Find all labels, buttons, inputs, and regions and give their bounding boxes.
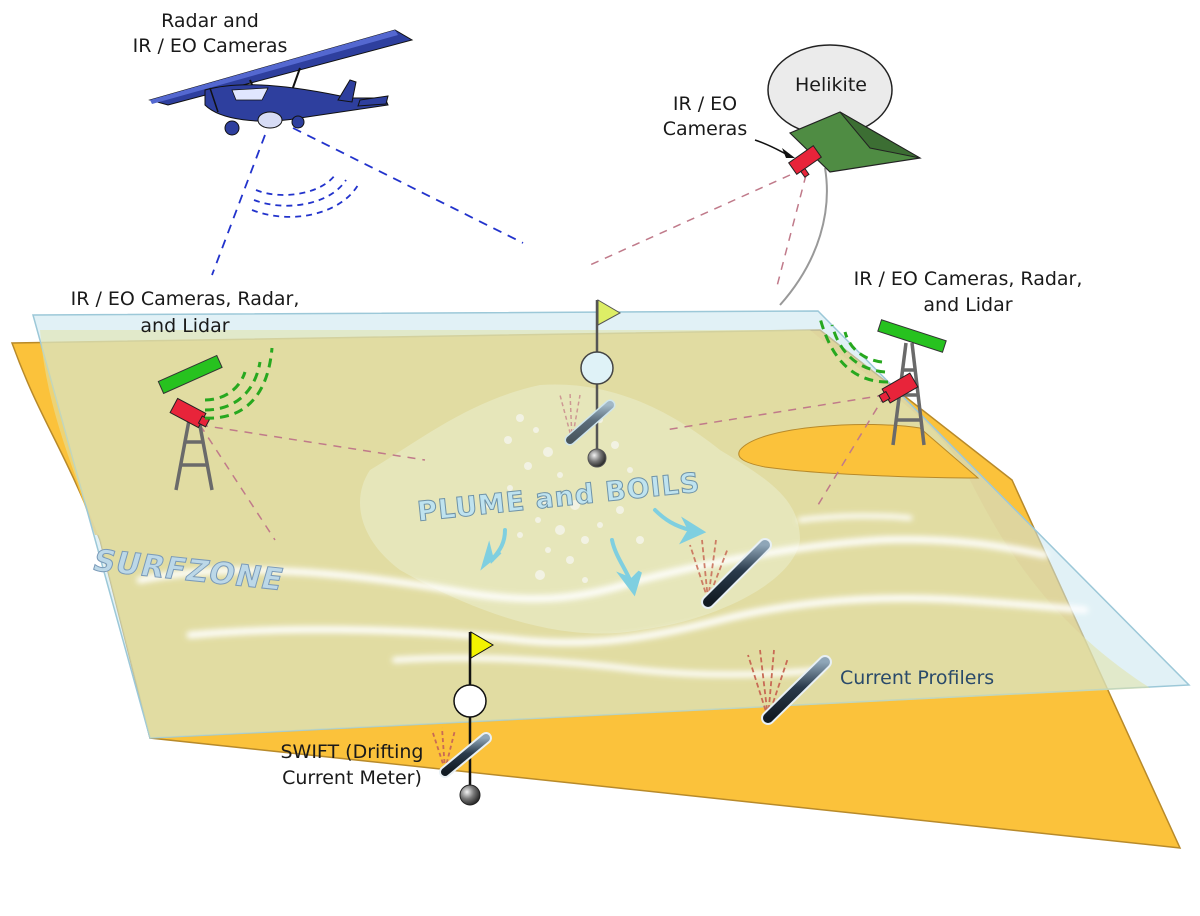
- boil-spots: [486, 414, 644, 583]
- camera-sight-lines: [199, 174, 886, 541]
- lidar-tower-icon: [877, 319, 947, 446]
- current-profiler-icon: [559, 391, 616, 446]
- lidar-waves-right: [818, 317, 889, 384]
- tower-left-label-line1: IR / EO Cameras, Radar,: [71, 288, 300, 310]
- buoy-icon: [580, 299, 622, 468]
- airplane-sensor-lines: [211, 127, 524, 276]
- flag-icon: [597, 299, 622, 326]
- sand-hump-right: [738, 423, 980, 479]
- tower-right-label-line1: IR / EO Cameras, Radar,: [854, 268, 1083, 290]
- swift-label-line2: Current Meter): [282, 767, 422, 789]
- lidar-waves-left: [204, 347, 274, 420]
- helikite-camera-label-line2: Cameras: [663, 118, 747, 140]
- lidar-tower-icon: [157, 354, 223, 491]
- helikite-icon: [767, 44, 922, 173]
- helikite-camera-pointer: [754, 139, 795, 158]
- tower-left-label-line2: and Lidar: [140, 315, 229, 337]
- helikite-label: Helikite: [795, 74, 867, 96]
- profilers-label: Current Profilers: [840, 667, 994, 689]
- airplane-icon: [148, 29, 414, 136]
- current-profiler-icon: [747, 649, 832, 725]
- airplane-label-line1: Radar and: [161, 10, 259, 32]
- helikite-tether: [779, 167, 828, 306]
- helikite-camera-label-line1: IR / EO: [673, 93, 737, 115]
- plume-current-arrows: [480, 508, 707, 597]
- buoy-icon: [453, 631, 494, 806]
- current-profiler-icon: [431, 727, 492, 778]
- swift-label-line1: SWIFT (Drifting: [280, 741, 423, 763]
- flag-icon: [470, 631, 494, 659]
- airplane-radar-waves: [251, 174, 359, 218]
- airplane-label-line2: IR / EO Cameras: [133, 35, 288, 57]
- tower-right-label-line2: and Lidar: [923, 294, 1012, 316]
- current-profiler-icon: [689, 538, 772, 609]
- camera-icon: [788, 144, 822, 178]
